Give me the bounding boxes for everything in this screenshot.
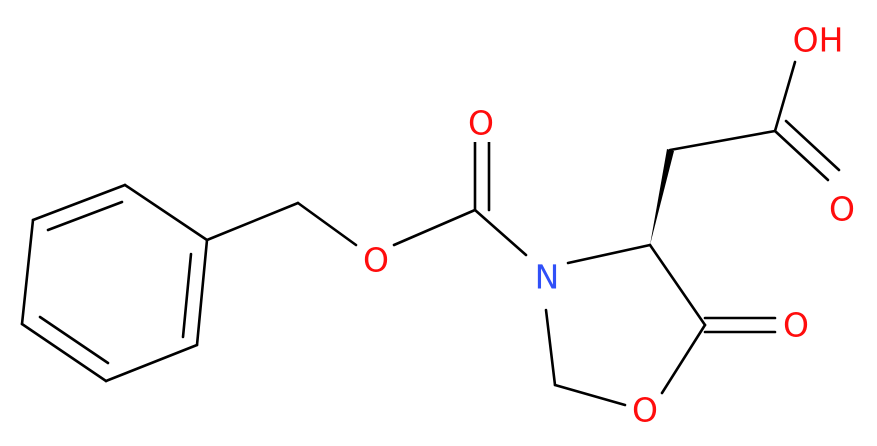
carbamate-carbonyl — [473, 138, 528, 257]
lactone-oxygen-label: O — [783, 306, 809, 345]
bond — [553, 383, 627, 407]
atom-labels: OH O O O N O O — [361, 20, 857, 430]
ester-oxygen-label: O — [363, 241, 389, 280]
bond — [195, 238, 209, 347]
double-bond-inner — [46, 200, 124, 232]
bond — [544, 308, 557, 387]
benzene-ring — [20, 183, 209, 383]
acetic-acid-chain — [668, 60, 841, 182]
bond — [660, 323, 707, 395]
bond — [784, 119, 841, 172]
hydroxyl-label: OH — [793, 21, 844, 60]
bond — [773, 129, 830, 182]
bond — [566, 243, 652, 265]
carbamate-oxygen-label: O — [468, 104, 494, 143]
bond — [20, 322, 108, 383]
double-bond-inner — [38, 315, 110, 365]
benzyl-linker — [205, 201, 477, 247]
bond — [20, 218, 35, 326]
oxazolidinone-ring — [544, 243, 777, 407]
double-bond-inner — [181, 252, 193, 339]
bond — [296, 201, 358, 247]
stereo-wedge — [650, 149, 674, 245]
ring-nitrogen-label: N — [535, 258, 560, 297]
bond — [31, 183, 127, 222]
bond — [123, 183, 209, 242]
bond — [473, 208, 528, 257]
bond — [205, 201, 300, 242]
carboxyl-oxygen-label: O — [829, 190, 855, 229]
bond — [773, 60, 797, 133]
bond — [648, 243, 707, 327]
ring-oxygen-label: O — [632, 391, 658, 430]
bond — [668, 129, 777, 152]
bond — [104, 343, 199, 383]
bond — [392, 208, 477, 247]
